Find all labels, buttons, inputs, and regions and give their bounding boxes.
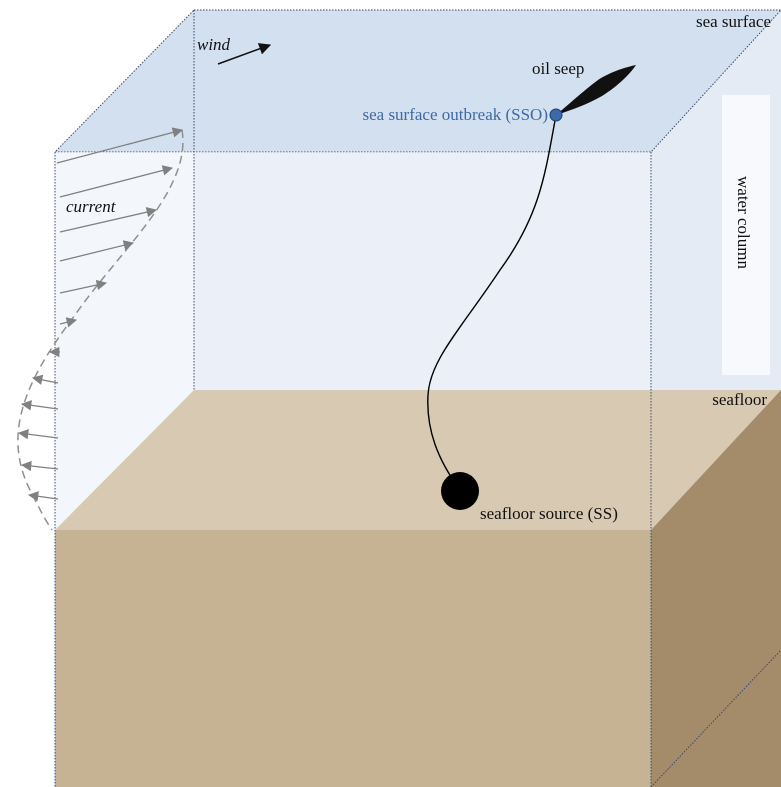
box-edges <box>54 10 781 787</box>
sso-label: sea surface outbreak (SSO) <box>362 105 548 124</box>
current-arrow <box>20 460 59 472</box>
current-arrow <box>59 240 135 262</box>
oil-slick <box>556 65 636 115</box>
sso-marker <box>549 108 563 122</box>
water-column-label-panel <box>722 95 770 375</box>
seafloor-source-marker <box>441 472 479 510</box>
seafloor-label: seafloor <box>712 390 767 409</box>
seafloor-source-label: seafloor source (SS) <box>480 504 618 523</box>
wind-arrow <box>217 43 272 65</box>
seafloor-face <box>55 390 781 530</box>
current-label: current <box>66 197 117 216</box>
sea-surface-face <box>53 9 781 153</box>
current-arrow <box>27 491 59 502</box>
current-arrow <box>59 317 78 328</box>
sediment-front-face <box>55 530 651 787</box>
plume-trajectory <box>427 114 557 491</box>
current-arrow <box>56 127 184 164</box>
current-arrow <box>59 165 174 198</box>
current-arrow <box>59 279 108 294</box>
current-arrow <box>17 429 59 440</box>
current-arrows <box>17 127 184 502</box>
current-arrow <box>20 400 59 411</box>
sea-surface-label: sea surface <box>696 12 771 31</box>
wind-label: wind <box>197 35 231 54</box>
sediment-side-face <box>651 390 781 787</box>
water-column-label: water column <box>734 176 753 269</box>
current-arrow <box>31 374 59 385</box>
current-arrow <box>59 207 158 233</box>
oil-seep-label: oil seep <box>532 59 584 78</box>
